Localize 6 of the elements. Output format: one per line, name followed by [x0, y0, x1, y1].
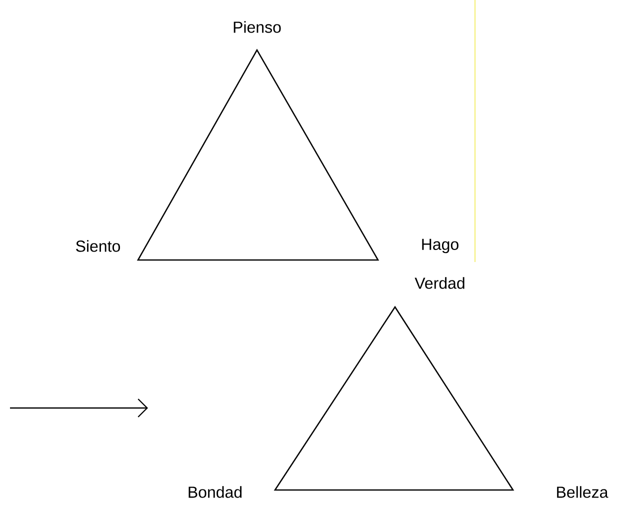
vertex-label: Hago [422, 238, 458, 254]
vertex-label: Bondad [188, 486, 242, 498]
vertex-label: Siento [76, 240, 120, 252]
vertex-label: Pienso [234, 21, 281, 33]
vertex-label: Belleza [557, 486, 608, 498]
vertex-label: Verdad [414, 277, 464, 289]
